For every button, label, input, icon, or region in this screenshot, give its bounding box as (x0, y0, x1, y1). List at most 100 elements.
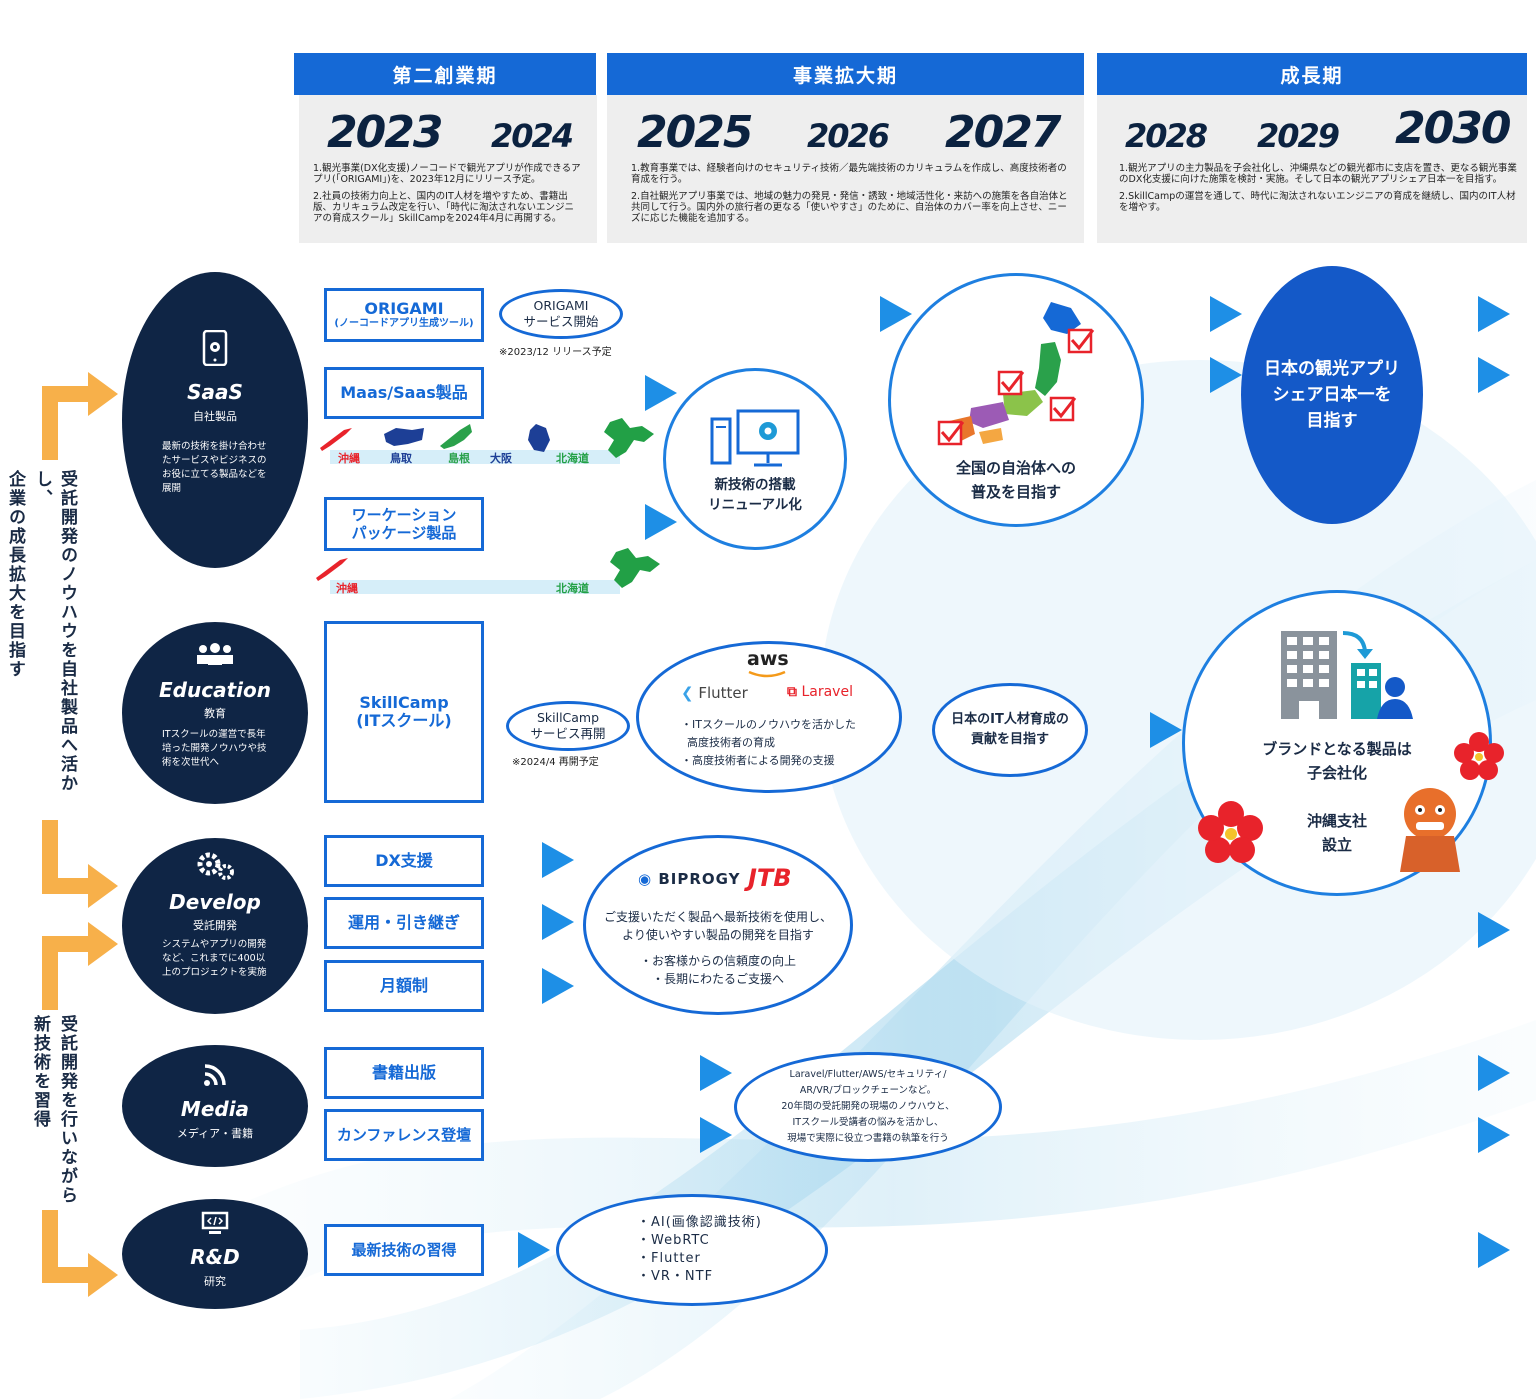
brand-line: 子会社化 (1306, 764, 1367, 782)
prefecture-row-2: 沖縄 北海道 (314, 548, 664, 598)
phase-desc: 2.社員の技術力向上と、国内のIT人材を増やすため、書籍出版、カリキュラム改定を… (313, 191, 574, 224)
phase-business-expansion: 事業拡大期 (607, 53, 1084, 95)
code-monitor-icon (122, 1211, 308, 1242)
pc-gear-icon (710, 409, 800, 467)
conference-box: カンファレンス登壇 (324, 1109, 484, 1161)
left-caption-bottom: 受託開発を行いながら 新技術を習得 (28, 1015, 80, 1205)
left-caption-line: 新技術を習得 (30, 1015, 50, 1129)
category-desc: ITスクールの運営で長年培った開発ノウハウや技術を次世代へ (162, 729, 267, 768)
category-name: Develop (169, 890, 261, 914)
maas-label: Maas/Saas製品 (340, 383, 468, 402)
skillcamp-note: ※2024/4 再開予定 (512, 757, 599, 768)
tottori-map-icon (384, 428, 424, 446)
it-contribution-oval: 日本のIT人材育成の 貢献を目指す (932, 683, 1088, 777)
category-desc: 最新の技術を掛け合わせたサービスやビジネスのお役に立てる製品などを展開 (162, 441, 267, 494)
media-oval: Laravel/Flutter/AWS/セキュリティ/ AR/VR/ブロックチェ… (734, 1052, 1002, 1162)
category-name: R&D (190, 1245, 240, 1269)
category-name: Education (159, 678, 271, 702)
rnd-item: ・VR・NTF (637, 1269, 714, 1284)
maas-box: Maas/Saas製品 (324, 367, 484, 419)
nationwide-line: 普及を目指す (970, 483, 1061, 501)
category-subname: 教育 (204, 707, 226, 720)
category-rnd: R&D 研究 (122, 1199, 308, 1309)
oval-line: サービス開始 (523, 314, 599, 329)
prefecture-strip-1 (330, 450, 620, 464)
biprogy-icon: ◉ (638, 870, 653, 888)
skillcamp-restart-oval: SkillCamp サービス再開 (506, 701, 630, 751)
year-label: 2030 (1395, 103, 1511, 154)
goal-line: シェア日本一を (1272, 385, 1392, 405)
hokkaido-map-icon (610, 548, 660, 588)
jtb-logo: JTB (748, 864, 792, 892)
dx-support-box: DX支援 (324, 835, 484, 887)
media-box-label: 書籍出版 (371, 1063, 436, 1082)
skillcamp-line: SkillCamp (359, 693, 449, 712)
laravel-label: Laravel (801, 684, 853, 700)
nationwide-circle: 全国の自治体への 普及を目指す (888, 273, 1144, 527)
education-tech-oval: aws ❮ Flutter ⧉ Laravel ・ITスクールのノウハウを活かし… (636, 641, 902, 793)
operation-handover-box: 運用・引き継ぎ (324, 897, 484, 949)
aws-logo: aws (747, 648, 789, 670)
prefecture-row-1: 沖縄 鳥取 島根 大阪 北海道 (318, 418, 658, 468)
oval-line: サービス再開 (530, 726, 606, 741)
phase-desc: 1.教育事業では、経験者向けのセキュリティ技術／最先端技術のカリキュラムを作成し… (631, 163, 1067, 185)
rnd-item: ・WebRTC (637, 1233, 710, 1248)
rnd-box-label: 最新技術の習得 (351, 1241, 457, 1259)
phase-panel-1: 2023 2024 1.観光事業(DX化支援)ノーコードで観光アプリが作成できる… (299, 95, 597, 243)
goal-line: 目指す (1306, 411, 1358, 431)
contribution-line: 貢献を目指す (970, 732, 1049, 747)
phase-title: 第二創業期 (294, 53, 596, 95)
people-icon (122, 642, 308, 672)
prefecture-label: 大阪 (490, 452, 512, 465)
arrow-heads (518, 296, 1510, 1268)
year-label: 2029 (1257, 117, 1340, 155)
japan-map-icon (937, 302, 1095, 446)
phase-desc: 2.自社観光アプリ事業では、地域の魅力の発見・発信・誘致・地域活性化・来訪への施… (631, 191, 1068, 224)
category-desc: システムやアプリの開発など、これまでに400以上のプロジェクトを実施 (162, 939, 267, 978)
develop-text-line: ご支援いただく製品へ最新技術を使用し、 (603, 910, 832, 924)
origami-start-oval: ORIGAMI サービス開始 (499, 289, 623, 339)
phase-panel-2: 2025 2026 2027 1.教育事業では、経験者向けのセキュリティ技術／最… (607, 95, 1084, 243)
prefecture-strip-2 (330, 580, 620, 594)
develop-box-label: 運用・引き継ぎ (347, 913, 460, 932)
year-label: 2024 (491, 117, 574, 155)
rss-icon (122, 1063, 308, 1094)
flutter-logo: ❮ Flutter (681, 684, 748, 702)
goal-circle: 日本の観光アプリ シェア日本一を 目指す (1241, 266, 1423, 524)
shisa-icon (1400, 788, 1460, 872)
year-label: 2025 (637, 107, 753, 158)
smartphone-gear-icon (122, 329, 308, 373)
rnd-oval: ・AI(画像認識技術) ・WebRTC ・Flutter ・VR・NTF (556, 1194, 828, 1306)
left-caption-line: 企業の成長拡大を目指す (5, 470, 25, 679)
okinawa-map-icon (320, 428, 352, 451)
media-text-line: 現場で実際に役立つ書籍の執筆を行う (787, 1133, 949, 1144)
category-name: Media (180, 1097, 250, 1121)
aws-smile-icon (748, 670, 786, 678)
origami-box: ORIGAMI (ノーコードアプリ生成ツール) (324, 288, 484, 342)
renewal-line: 新技術の搭載 (714, 477, 796, 493)
category-subname: メディア・書籍 (176, 1127, 254, 1140)
osaka-map-icon (528, 424, 550, 452)
develop-text-line: ・長期にわたるご支援へ (651, 972, 784, 986)
media-text-line: AR/VR/ブロックチェーンなど。 (799, 1085, 937, 1096)
prefecture-label: 沖縄 (338, 452, 360, 465)
latest-tech-box: 最新技術の習得 (324, 1224, 484, 1276)
category-subname: 受託開発 (193, 919, 237, 932)
origami-note: ※2023/12 リリース予定 (499, 347, 612, 358)
media-text-line: ITスクール受講者の悩みを活かし、 (792, 1117, 944, 1128)
category-saas: SaaS 自社製品 最新の技術を掛け合わせたサービスやビジネスのお役に立てる製品… (122, 272, 308, 568)
monthly-plan-box: 月額制 (324, 960, 484, 1012)
okinawa-line: 沖縄支社 (1306, 812, 1367, 830)
okinawa-map-icon (316, 558, 348, 581)
prefecture-label: 北海道 (556, 582, 589, 595)
develop-box-label: DX支援 (375, 851, 433, 870)
brand-line: ブランドとなる製品は (1262, 740, 1412, 758)
oval-line: ORIGAMI (533, 298, 589, 313)
skillcamp-box: SkillCamp (ITスクール) (324, 621, 484, 803)
left-caption-line: 受託開発のノウハウを自社製品へ活かし、 (32, 470, 77, 793)
hokkaido-map-icon (604, 418, 654, 458)
develop-text-line: より使いやすい製品の開発を目指す (622, 928, 814, 942)
media-text-line: 20年間の受託開発の現場のノウハウと、 (781, 1101, 955, 1112)
point-line: 高度技術者の育成 (687, 736, 775, 749)
phase-second-founding: 第二創業期 (294, 53, 596, 95)
